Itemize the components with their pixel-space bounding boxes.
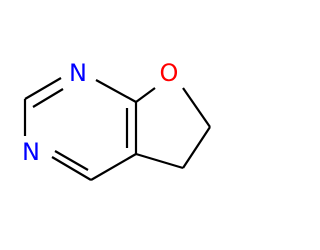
- bond-c5-c4a: [135, 152, 184, 170]
- bond-c4a-c4: [90, 153, 137, 181]
- bond-o7-c6: [182, 87, 211, 128]
- bond-c2-n1-double: [32, 88, 64, 108]
- bond-c7a-o7: [135, 87, 156, 103]
- bond-c6-c5: [182, 126, 211, 169]
- atom-label-n3: N: [22, 138, 40, 166]
- atom-label-n1: N: [69, 59, 87, 87]
- atom-label-o7: O: [160, 59, 179, 87]
- bond-c2-n1: [24, 77, 62, 100]
- molecule-structure-diagram: N N O: [22, 59, 211, 181]
- bond-c4-n3-double: [54, 150, 89, 171]
- bond-c4-n3: [51, 156, 92, 181]
- bond-n1-c7a: [95, 79, 137, 103]
